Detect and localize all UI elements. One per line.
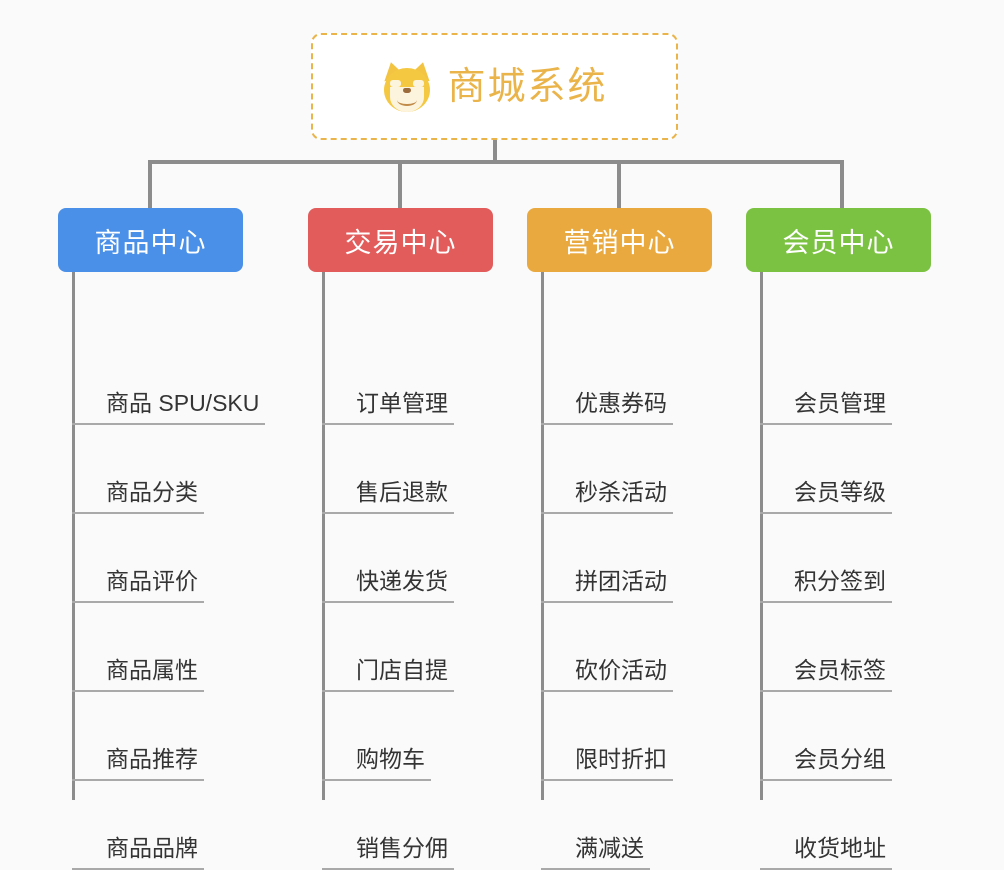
leaf-label: 门店自提 xyxy=(322,657,454,692)
branch-trunk-3 xyxy=(541,272,544,800)
leaf-item[interactable]: 快递发货 xyxy=(322,514,454,603)
leaf-item[interactable]: 商品属性 xyxy=(72,603,204,692)
leaf-label: 快递发货 xyxy=(322,568,454,603)
branch-column-2: 交易中心 订单管理 售后退款 快递发货 门店自提 购物车 销售分佣 xyxy=(308,208,493,870)
leaf-item[interactable]: 商品品牌 xyxy=(72,781,204,870)
root-stem-connector xyxy=(493,140,497,164)
branch-drop-connector-3 xyxy=(617,160,621,208)
leaf-item[interactable]: 会员等级 xyxy=(760,425,892,514)
leaf-list-2: 订单管理 售后退款 快递发货 门店自提 购物车 销售分佣 xyxy=(308,272,493,870)
leaf-label: 优惠券码 xyxy=(541,390,673,425)
leaf-label: 商品推荐 xyxy=(72,746,204,781)
leaf-label: 会员等级 xyxy=(760,479,892,514)
leaf-label: 砍价活动 xyxy=(541,657,673,692)
mindmap-canvas: 商城系统 商品中心 商品 SPU/SKU 商品分类 商品评价 商品属性 商品推 xyxy=(58,33,931,870)
branch-header-label-1: 商品中心 xyxy=(94,227,207,258)
leaf-item[interactable]: 满减送 xyxy=(541,781,650,870)
leaf-item[interactable]: 售后退款 xyxy=(322,425,454,514)
branch-drop-connector-2 xyxy=(398,160,402,208)
branch-column-1: 商品中心 商品 SPU/SKU 商品分类 商品评价 商品属性 商品推荐 商品品牌 xyxy=(58,208,266,870)
leaf-item[interactable]: 门店自提 xyxy=(322,603,454,692)
branch-header-label-3: 营销中心 xyxy=(563,227,676,258)
leaf-label: 销售分佣 xyxy=(322,835,454,870)
leaf-label: 会员标签 xyxy=(760,657,892,692)
leaf-item[interactable]: 商品分类 xyxy=(72,425,204,514)
leaf-list-1: 商品 SPU/SKU 商品分类 商品评价 商品属性 商品推荐 商品品牌 xyxy=(58,272,266,870)
leaf-label: 拼团活动 xyxy=(541,568,673,603)
leaf-label: 商品分类 xyxy=(72,479,204,514)
branch-header-2[interactable]: 交易中心 xyxy=(308,208,493,272)
branch-trunk-4 xyxy=(760,272,763,800)
horizontal-bus-connector xyxy=(148,160,844,164)
leaf-label: 限时折扣 xyxy=(541,746,673,781)
leaf-item[interactable]: 砍价活动 xyxy=(541,603,673,692)
leaf-item[interactable]: 订单管理 xyxy=(322,336,454,425)
branch-header-3[interactable]: 营销中心 xyxy=(527,208,712,272)
shiba-dog-emoji-icon xyxy=(380,59,435,113)
leaf-item[interactable]: 销售分佣 xyxy=(322,781,454,870)
leaf-label: 满减送 xyxy=(541,835,650,870)
leaf-item[interactable]: 商品 SPU/SKU xyxy=(72,336,266,425)
leaf-item[interactable]: 拼团活动 xyxy=(541,514,673,603)
root-node[interactable]: 商城系统 xyxy=(311,33,678,140)
leaf-item[interactable]: 商品评价 xyxy=(72,514,204,603)
leaf-item[interactable]: 积分签到 xyxy=(760,514,892,603)
leaf-item[interactable]: 会员标签 xyxy=(760,603,892,692)
leaf-label: 积分签到 xyxy=(760,568,892,603)
leaf-label: 售后退款 xyxy=(322,479,454,514)
branch-trunk-1 xyxy=(72,272,75,800)
branch-drop-connector-1 xyxy=(148,160,152,208)
leaf-label: 商品属性 xyxy=(72,657,204,692)
branch-header-4[interactable]: 会员中心 xyxy=(746,208,931,272)
leaf-list-4: 会员管理 会员等级 积分签到 会员标签 会员分组 收货地址 xyxy=(746,272,931,870)
branch-column-3: 营销中心 优惠券码 秒杀活动 拼团活动 砍价活动 限时折扣 满减送 xyxy=(527,208,712,870)
branch-header-label-4: 会员中心 xyxy=(782,227,895,258)
leaf-item[interactable]: 限时折扣 xyxy=(541,692,673,781)
leaf-item[interactable]: 购物车 xyxy=(322,692,431,781)
leaf-label: 商品 SPU/SKU xyxy=(72,390,266,425)
branch-header-label-2: 交易中心 xyxy=(344,227,457,258)
leaf-label: 订单管理 xyxy=(322,390,454,425)
leaf-label: 商品评价 xyxy=(72,568,204,603)
branch-column-4: 会员中心 会员管理 会员等级 积分签到 会员标签 会员分组 收货地址 xyxy=(746,208,931,870)
leaf-item[interactable]: 收货地址 xyxy=(760,781,892,870)
root-title: 商城系统 xyxy=(447,65,608,108)
leaf-label: 会员管理 xyxy=(760,390,892,425)
branch-trunk-2 xyxy=(322,272,325,800)
leaf-label: 购物车 xyxy=(322,746,431,781)
branch-header-1[interactable]: 商品中心 xyxy=(58,208,243,272)
leaf-label: 秒杀活动 xyxy=(541,479,673,514)
leaf-label: 商品品牌 xyxy=(72,835,204,870)
leaf-item[interactable]: 会员管理 xyxy=(760,336,892,425)
leaf-list-3: 优惠券码 秒杀活动 拼团活动 砍价活动 限时折扣 满减送 xyxy=(527,272,712,870)
leaf-item[interactable]: 会员分组 xyxy=(760,692,892,781)
leaf-item[interactable]: 商品推荐 xyxy=(72,692,204,781)
leaf-item[interactable]: 优惠券码 xyxy=(541,336,673,425)
branch-drop-connector-4 xyxy=(840,160,844,208)
leaf-item[interactable]: 秒杀活动 xyxy=(541,425,673,514)
leaf-label: 收货地址 xyxy=(760,835,892,870)
leaf-label: 会员分组 xyxy=(760,746,892,781)
